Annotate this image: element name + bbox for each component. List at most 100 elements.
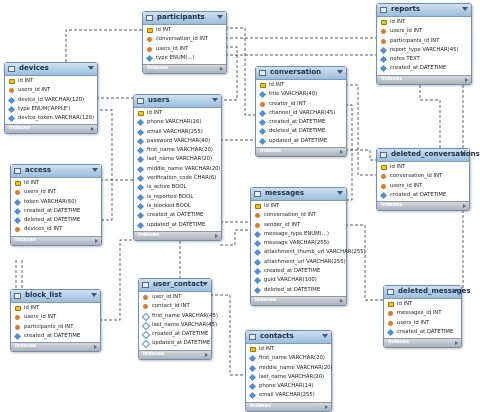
column-row[interactable]: created_at DATETIME	[377, 64, 471, 73]
column-row[interactable]: created_at DATETIME	[11, 332, 100, 341]
column-row[interactable]: updated_at DATETIME	[139, 339, 211, 349]
collapse-arrow-icon[interactable]	[337, 70, 343, 74]
column-row[interactable]: attachment_thumb_url VARCHAR(255)	[251, 248, 366, 257]
column-row[interactable]: created_at DATETIME	[11, 207, 101, 216]
column-row[interactable]: participants_id INT	[11, 323, 100, 332]
column-row[interactable]: deleted_at DATETIME	[251, 286, 346, 295]
table-header[interactable]: messages	[251, 188, 346, 201]
column-row[interactable]: updated_at DATETIME	[134, 221, 221, 230]
column-row[interactable]: is_blocked BOOL	[134, 202, 221, 211]
expand-arrow-icon[interactable]	[325, 404, 328, 409]
column-row[interactable]: id INT	[134, 109, 221, 118]
column-row[interactable]: created_at DATETIME	[139, 330, 211, 340]
column-row[interactable]: deleted_at DATETIME	[11, 216, 101, 225]
column-row[interactable]: created_at DATETIME	[134, 211, 221, 220]
collapse-arrow-icon[interactable]	[91, 293, 97, 297]
column-row[interactable]: password VARCHAR(40)	[134, 137, 221, 146]
indexes-footer[interactable]: Indexes	[377, 201, 469, 211]
column-row[interactable]: last_name VARCHAR(20)	[246, 373, 331, 382]
table-header[interactable]: block_list	[11, 290, 100, 303]
table-header[interactable]: deleted_conversations	[377, 149, 480, 162]
column-row[interactable]: last_name VARCHAR(45)	[139, 321, 217, 331]
column-row[interactable]: type ENUM(...)	[143, 54, 226, 63]
indexes-footer[interactable]: Indexes	[377, 74, 471, 84]
column-row[interactable]: created_at DATETIME	[251, 267, 346, 276]
expand-arrow-icon[interactable]	[340, 150, 343, 155]
collapse-arrow-icon[interactable]	[322, 334, 328, 338]
column-row[interactable]: sender_id INT	[251, 221, 346, 230]
collapse-arrow-icon[interactable]	[452, 289, 458, 293]
column-row[interactable]: created_at DATETIME	[377, 191, 469, 200]
indexes-footer[interactable]: Indexes	[5, 124, 97, 134]
table-header[interactable]: devices	[5, 63, 97, 76]
collapse-arrow-icon[interactable]	[202, 282, 208, 286]
expand-arrow-icon[interactable]	[455, 341, 458, 346]
collapse-arrow-icon[interactable]	[92, 168, 98, 172]
column-row[interactable]: device_token VARCHAR(120)	[5, 114, 97, 123]
column-row[interactable]: guid VARCHAR(100)	[251, 276, 346, 285]
column-row[interactable]: contact_id INT	[139, 302, 211, 311]
indexes-footer[interactable]: Indexes	[11, 342, 100, 352]
column-row[interactable]: conversation_id INT	[251, 211, 346, 220]
column-row[interactable]: token VARCHAR(60)	[11, 198, 101, 207]
column-row[interactable]: email VARCHAR(255)	[134, 128, 221, 137]
indexes-footer[interactable]: Indexes	[143, 64, 226, 74]
column-row[interactable]: middle_name VARCHAR(20)	[246, 364, 333, 373]
column-row[interactable]: phone VARCHAR(14)	[246, 382, 331, 391]
expand-arrow-icon[interactable]	[205, 352, 208, 357]
column-row[interactable]: id INT	[246, 345, 331, 354]
column-row[interactable]: id INT	[377, 163, 469, 172]
collapse-arrow-icon[interactable]	[88, 66, 94, 70]
expand-arrow-icon[interactable]	[94, 345, 97, 350]
column-row[interactable]: title VARCHAR(40)	[256, 90, 346, 99]
column-row[interactable]: devices_id INT	[11, 225, 101, 234]
column-row[interactable]: users_id INT	[377, 27, 471, 36]
collapse-arrow-icon[interactable]	[217, 15, 223, 19]
column-row[interactable]: id INT	[143, 26, 226, 35]
indexes-footer[interactable]: Indexes	[134, 230, 221, 240]
column-row[interactable]: id INT	[11, 179, 101, 188]
column-row[interactable]: creator_id INT	[256, 100, 346, 109]
table-header[interactable]: participants	[143, 12, 226, 25]
column-row[interactable]: notes TEXT	[377, 55, 471, 64]
column-row[interactable]: report_type VARCHAR(45)	[377, 46, 471, 55]
column-row[interactable]: participants_id INT	[377, 37, 471, 46]
column-row[interactable]: attachment_url VARCHAR(255)	[251, 258, 346, 267]
table-header[interactable]: contacts	[246, 331, 331, 344]
indexes-footer[interactable]: Indexes	[11, 235, 101, 245]
expand-arrow-icon[interactable]	[95, 238, 98, 243]
indexes-footer[interactable]: Indexes	[139, 349, 211, 359]
expand-arrow-icon[interactable]	[463, 204, 466, 209]
table-header[interactable]: deleted_messages	[384, 286, 471, 299]
column-row[interactable]: id INT	[384, 300, 461, 309]
table-header[interactable]: reports	[377, 4, 471, 17]
column-row[interactable]: id INT	[256, 81, 346, 90]
table-header[interactable]: users	[134, 95, 221, 108]
expand-arrow-icon[interactable]	[215, 233, 218, 238]
column-row[interactable]: type ENUM('APPLE')	[5, 105, 97, 114]
column-row[interactable]: users_id INT	[143, 45, 226, 54]
column-row[interactable]: first_name VARCHAR(45)	[139, 312, 218, 321]
collapse-arrow-icon[interactable]	[462, 7, 468, 11]
indexes-footer[interactable]: Indexes	[246, 401, 331, 411]
column-row[interactable]: conversation_id INT	[377, 172, 469, 181]
column-row[interactable]: users_id INT	[377, 182, 469, 191]
column-row[interactable]: is_active BOOL	[134, 183, 221, 192]
indexes-footer[interactable]: Indexes	[251, 295, 346, 305]
column-row[interactable]: user_id INT	[139, 293, 211, 302]
column-row[interactable]: messages_id INT	[384, 309, 461, 318]
column-row[interactable]: updated_at DATETIME	[256, 137, 346, 146]
column-row[interactable]: conversation_id INT	[143, 35, 226, 44]
column-row[interactable]: created_at DATETIME	[256, 118, 346, 127]
expand-arrow-icon[interactable]	[465, 77, 468, 82]
column-row[interactable]: created_at DATETIME	[384, 328, 461, 337]
